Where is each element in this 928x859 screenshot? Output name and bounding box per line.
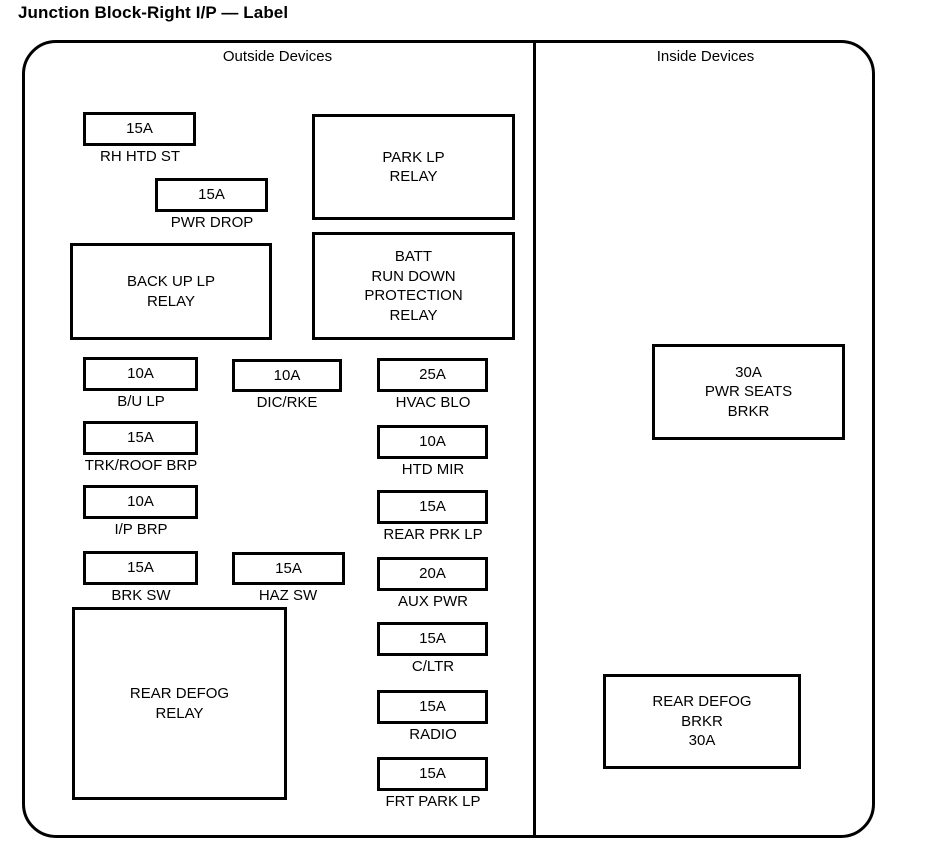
fuse-hvac-blo-text: 25A <box>419 366 446 384</box>
fuse-hvac-blo[interactable]: 25A <box>377 358 488 392</box>
fuse-rear-prk-lp-text: 15A <box>419 498 446 516</box>
fuse-trk-roof-brp-text: 15A <box>127 429 154 447</box>
fuse-c-ltr[interactable]: 15A <box>377 622 488 656</box>
breaker-rear-defog-brkr-30a[interactable]: REAR DEFOG BRKR 30A <box>603 674 801 769</box>
fuse-aux-pwr-text: 20A <box>419 565 446 583</box>
fuse-radio-caption: RADIO <box>409 726 457 743</box>
fuse-c-ltr-caption: C/LTR <box>411 658 455 675</box>
breaker-30a-pwr-seats-brkr-text: 30A PWR SEATS BRKR <box>704 363 793 420</box>
fuse-rh-htd-st-text: 15A <box>126 120 153 138</box>
fuse-brk-sw-caption: BRK SW <box>111 587 171 604</box>
relay-batt-run-down-protection-relay-text: BATT RUN DOWN PROTECTION RELAY <box>364 248 463 324</box>
fuse-radio-text: 15A <box>419 698 446 716</box>
outside-devices-heading: Outside Devices <box>222 48 333 65</box>
fuse-i-p-brp[interactable]: 10A <box>83 485 198 519</box>
fuse-frt-park-lp-text: 15A <box>419 765 446 783</box>
fuse-rear-prk-lp[interactable]: 15A <box>377 490 488 524</box>
fuse-radio[interactable]: 15A <box>377 690 488 724</box>
fuse-htd-mir-text: 10A <box>419 433 446 451</box>
relay-park-lp-relay[interactable]: PARK LP RELAY <box>312 114 515 220</box>
relay-batt-run-down-protection-relay[interactable]: BATT RUN DOWN PROTECTION RELAY <box>312 232 515 340</box>
fuse-haz-sw[interactable]: 15A <box>232 552 345 585</box>
fuse-i-p-brp-caption: I/P BRP <box>114 521 168 538</box>
fuse-pwr-drop-caption: PWR DROP <box>170 214 254 231</box>
relay-rear-defog-relay-text: REAR DEFOG RELAY <box>129 685 230 722</box>
fuse-hvac-blo-caption: HVAC BLO <box>395 394 471 411</box>
fuse-aux-pwr-caption: AUX PWR <box>397 593 468 610</box>
fuse-rh-htd-st-caption: RH HTD ST <box>100 148 180 165</box>
fuse-rh-htd-st[interactable]: 15A <box>83 112 196 146</box>
fuse-b-u-lp-text: 10A <box>127 365 154 383</box>
page-title: Junction Block-Right I/P — Label <box>18 3 289 22</box>
fuse-b-u-lp[interactable]: 10A <box>83 357 198 391</box>
inside-devices-heading: Inside Devices <box>656 48 755 65</box>
fuse-brk-sw[interactable]: 15A <box>83 551 198 585</box>
relay-rear-defog-relay[interactable]: REAR DEFOG RELAY <box>72 607 287 800</box>
fuse-htd-mir-caption: HTD MIR <box>401 461 465 478</box>
fuse-pwr-drop[interactable]: 15A <box>155 178 268 212</box>
fuse-brk-sw-text: 15A <box>127 559 154 577</box>
fuse-dic-rke-caption: DIC/RKE <box>256 394 318 411</box>
fuse-b-u-lp-caption: B/U LP <box>117 393 165 410</box>
fuse-pwr-drop-text: 15A <box>198 186 225 204</box>
breaker-30a-pwr-seats-brkr[interactable]: 30A PWR SEATS BRKR <box>652 344 845 440</box>
fuse-i-p-brp-text: 10A <box>127 493 154 511</box>
fuse-dic-rke[interactable]: 10A <box>232 359 342 392</box>
panel-divider <box>533 40 536 838</box>
fuse-trk-roof-brp-caption: TRK/ROOF BRP <box>84 457 198 474</box>
relay-back-up-lp-relay-text: BACK UP LP RELAY <box>126 273 216 310</box>
fuse-trk-roof-brp[interactable]: 15A <box>83 421 198 455</box>
fuse-htd-mir[interactable]: 10A <box>377 425 488 459</box>
breaker-rear-defog-brkr-30a-text: REAR DEFOG BRKR 30A <box>652 693 752 750</box>
fuse-haz-sw-text: 15A <box>275 559 302 577</box>
fuse-haz-sw-caption: HAZ SW <box>258 587 318 604</box>
fuse-aux-pwr[interactable]: 20A <box>377 557 488 591</box>
fuse-frt-park-lp-caption: FRT PARK LP <box>385 793 481 810</box>
fuse-c-ltr-text: 15A <box>419 630 446 648</box>
fuse-rear-prk-lp-caption: REAR PRK LP <box>383 526 483 543</box>
relay-park-lp-relay-text: PARK LP RELAY <box>382 148 445 186</box>
fuse-dic-rke-text: 10A <box>273 366 301 384</box>
relay-back-up-lp-relay[interactable]: BACK UP LP RELAY <box>70 243 272 340</box>
fuse-frt-park-lp[interactable]: 15A <box>377 757 488 791</box>
